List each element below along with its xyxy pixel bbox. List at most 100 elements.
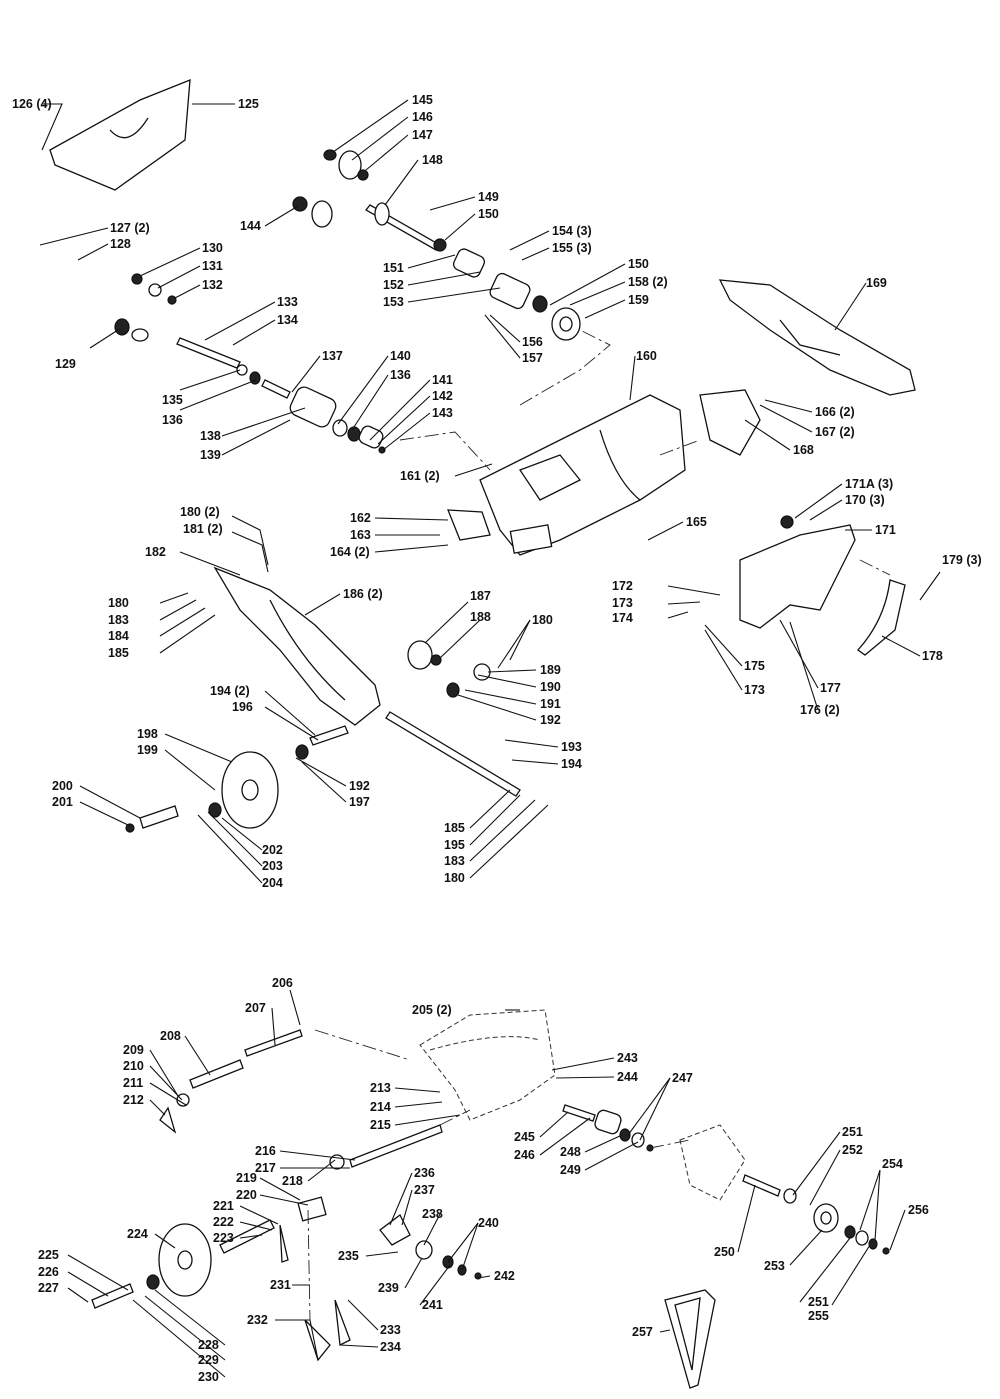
callout-209: 209 — [123, 1043, 144, 1057]
callout-212: 212 — [123, 1093, 144, 1107]
callout-243: 243 — [617, 1051, 638, 1065]
callout-132: 132 — [202, 278, 223, 292]
callout-144: 144 — [240, 219, 261, 233]
callout-157: 157 — [522, 351, 543, 365]
callout-137: 137 — [322, 349, 343, 363]
callout-184: 184 — [108, 629, 129, 643]
callout-173-a: 173 — [612, 596, 633, 610]
front-trunnion-182 — [213, 566, 381, 726]
callout-169: 169 — [866, 276, 887, 290]
callout-216: 216 — [255, 1144, 276, 1158]
callout-187: 187 — [470, 589, 491, 603]
guard-plate-125 — [49, 79, 191, 191]
callout-193: 193 — [561, 740, 582, 754]
callout-195: 195 — [444, 838, 465, 852]
callout-214: 214 — [370, 1100, 391, 1114]
lever-231 — [304, 1299, 351, 1362]
callout-237: 237 — [414, 1183, 435, 1197]
callout-248: 248 — [560, 1145, 581, 1159]
callout-162: 162 — [350, 511, 371, 525]
callout-160: 160 — [636, 349, 657, 363]
motor-mount-168 — [699, 389, 761, 456]
callout-164: 164 (2) — [330, 545, 370, 559]
callout-148: 148 — [422, 153, 443, 167]
callout-198: 198 — [137, 727, 158, 741]
callout-140: 140 — [390, 349, 411, 363]
v-belt-257 — [664, 1289, 716, 1389]
callout-183-b: 183 — [444, 854, 465, 868]
callout-235: 235 — [338, 1249, 359, 1263]
callout-188: 188 — [470, 610, 491, 624]
callout-232: 232 — [247, 1313, 268, 1327]
callout-180-a: 180 (2) — [180, 505, 220, 519]
callout-143: 143 — [432, 406, 453, 420]
callout-177: 177 — [820, 681, 841, 695]
callout-218: 218 — [282, 1174, 303, 1188]
callout-206: 206 — [272, 976, 293, 990]
callout-240: 240 — [478, 1216, 499, 1230]
callout-186: 186 (2) — [343, 587, 383, 601]
callout-182: 182 — [145, 545, 166, 559]
callout-172: 172 — [612, 579, 633, 593]
callout-203: 203 — [262, 859, 283, 873]
callout-183-a: 183 — [108, 613, 129, 627]
callout-149: 149 — [478, 190, 499, 204]
callout-225: 225 — [38, 1248, 59, 1262]
callout-252: 252 — [842, 1143, 863, 1157]
callout-200: 200 — [52, 779, 73, 793]
callout-194-a: 194 (2) — [210, 684, 250, 698]
callout-170: 170 (3) — [845, 493, 885, 507]
callout-197: 197 — [349, 795, 370, 809]
callout-142: 142 — [432, 389, 453, 403]
callout-141: 141 — [432, 373, 453, 387]
callout-180-d: 180 — [444, 871, 465, 885]
callout-234: 234 — [380, 1340, 401, 1354]
callout-219: 219 — [236, 1171, 257, 1185]
callout-250: 250 — [714, 1245, 735, 1259]
callout-167: 167 (2) — [815, 425, 855, 439]
callout-147: 147 — [412, 128, 433, 142]
callout-245: 245 — [514, 1130, 535, 1144]
callout-192-b: 192 — [349, 779, 370, 793]
callout-156: 156 — [522, 335, 543, 349]
callout-181: 181 (2) — [183, 522, 223, 536]
callout-175: 175 — [744, 659, 765, 673]
callout-208: 208 — [160, 1029, 181, 1043]
callout-228: 228 — [198, 1338, 219, 1352]
callout-229: 229 — [198, 1353, 219, 1367]
callout-128: 128 — [110, 237, 131, 251]
callout-131: 131 — [202, 259, 223, 273]
callout-180-b: 180 — [108, 596, 129, 610]
callout-217: 217 — [255, 1161, 276, 1175]
callout-190: 190 — [540, 680, 561, 694]
callout-254: 254 — [882, 1157, 903, 1171]
callout-189: 189 — [540, 663, 561, 677]
callout-249: 249 — [560, 1163, 581, 1177]
callout-136-a: 136 — [162, 413, 183, 427]
callout-130: 130 — [202, 241, 223, 255]
callout-199: 199 — [137, 743, 158, 757]
callout-139: 139 — [200, 448, 221, 462]
callout-251-a: 251 — [842, 1125, 863, 1139]
callout-135: 135 — [162, 393, 183, 407]
callout-168: 168 — [793, 443, 814, 457]
callout-247: 247 — [672, 1071, 693, 1085]
center-lines — [307, 329, 891, 1321]
callout-213: 213 — [370, 1081, 391, 1095]
callout-129: 129 — [55, 357, 76, 371]
bracket-162 — [447, 509, 491, 541]
handwheel-224 — [91, 1219, 289, 1309]
callout-196: 196 — [232, 700, 253, 714]
callout-171A: 171A (3) — [845, 477, 893, 491]
callout-207: 207 — [245, 1001, 266, 1015]
callout-159: 159 — [628, 293, 649, 307]
cabinet-phantom-outline — [419, 1009, 746, 1201]
callout-146: 146 — [412, 110, 433, 124]
callout-233: 233 — [380, 1323, 401, 1337]
callout-127: 127 (2) — [110, 221, 150, 235]
callout-134: 134 — [277, 313, 298, 327]
callout-236: 236 — [414, 1166, 435, 1180]
callout-211: 211 — [123, 1076, 143, 1090]
arbor-assembly — [292, 149, 581, 341]
